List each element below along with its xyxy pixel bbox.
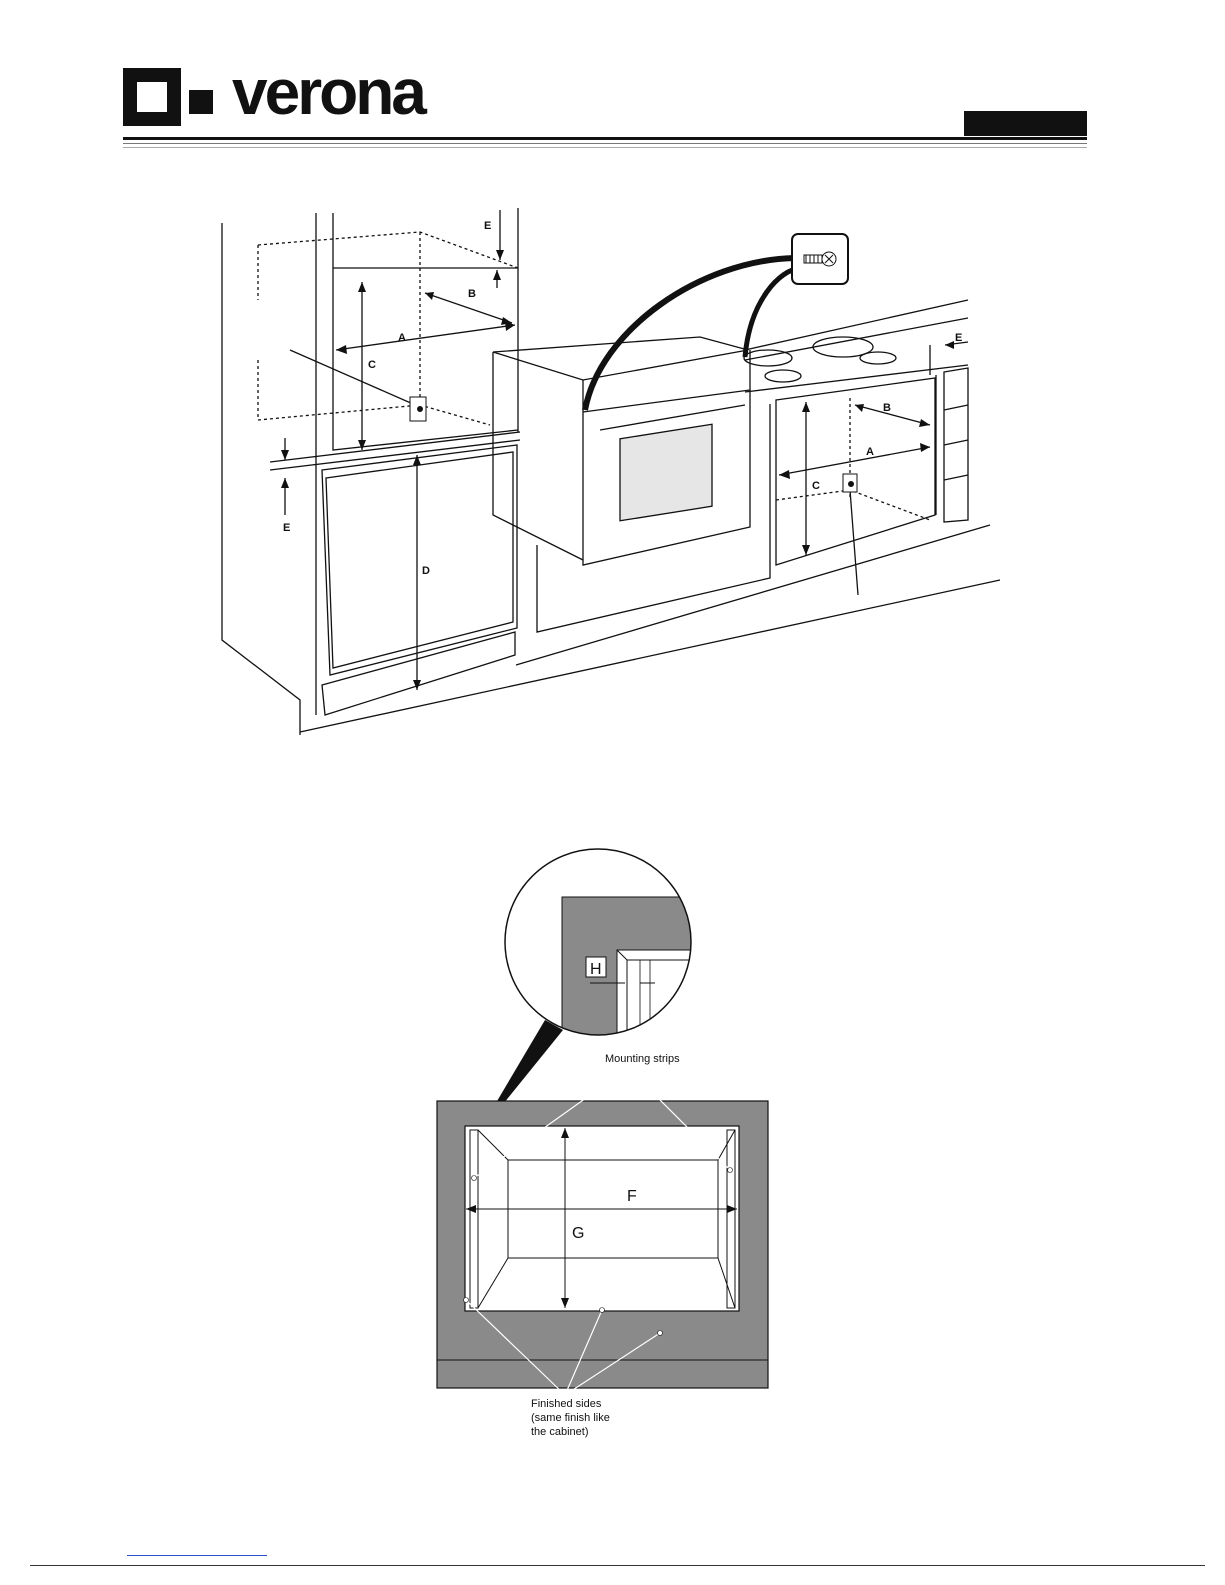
label-A-right: A xyxy=(866,446,874,458)
label-E-top: E xyxy=(484,220,491,232)
callout-mounting-strips: Mounting strips xyxy=(605,1053,680,1065)
callout-finished-sides-line3: the cabinet) xyxy=(531,1426,588,1438)
label-B-top: B xyxy=(468,288,476,300)
label-C-right: C xyxy=(812,480,820,492)
label-A-top: A xyxy=(398,332,406,344)
label-F: F xyxy=(627,1188,637,1205)
label-E-right: E xyxy=(955,332,962,344)
label-C-top: C xyxy=(368,359,376,371)
opening-diagram: H F G Mounting strips Finished sides (sa… xyxy=(0,830,1225,1470)
label-D: D xyxy=(422,565,430,577)
label-H: H xyxy=(590,961,602,978)
label-B-right: B xyxy=(883,402,891,414)
label-G: G xyxy=(572,1225,584,1242)
callout-finished-sides: Finished sides xyxy=(531,1398,602,1410)
detail-magnifier xyxy=(505,849,707,1050)
footer-link-underline xyxy=(127,1555,267,1556)
screw-icon xyxy=(792,234,848,284)
installation-diagram: E B A C E D E B A C xyxy=(0,0,1225,760)
callout-finished-sides-line2: (same finish like xyxy=(531,1412,610,1424)
label-E-bottom: E xyxy=(283,522,290,534)
footer-rule xyxy=(30,1565,1205,1566)
